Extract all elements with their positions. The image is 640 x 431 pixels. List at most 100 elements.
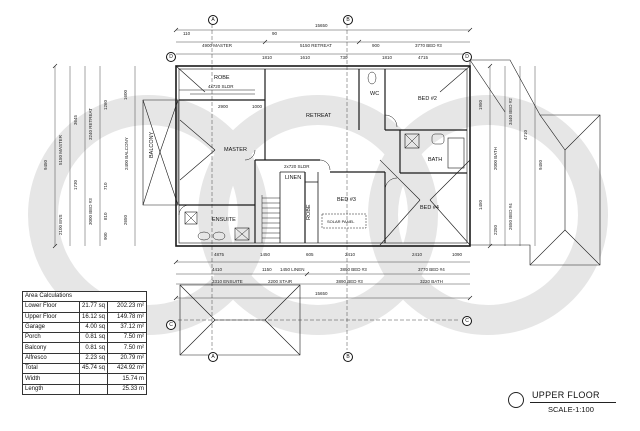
area-label: Alfresco <box>22 352 80 365</box>
drawing-scale: SCALE-1:100 <box>548 405 594 414</box>
dim-left-h: 900 <box>103 232 108 240</box>
dim-right-c: 1450 <box>478 199 483 210</box>
area-label: Width <box>22 373 80 385</box>
title-block: UPPER FLOOR SCALE-1:100 <box>508 390 618 420</box>
area-sq: 4.00 sq <box>78 321 109 334</box>
dim-left-overall: 9450 <box>43 159 48 170</box>
table-row: Balcony 0.81 sq 7.50 m² <box>22 342 148 354</box>
dim-bot-r3-b: 2200 STAIR <box>268 279 293 284</box>
room-master: MASTER <box>224 147 247 153</box>
dim-left-e: 2650 <box>123 214 128 225</box>
drawing-title: UPPER FLOOR <box>532 390 600 400</box>
area-calculations-table: Area Calculations Lower Floor 21.77 sq 2… <box>21 290 148 395</box>
table-row: Lower Floor 21.77 sq 202.23 m² <box>22 301 148 313</box>
grid-tag-c-left: C <box>166 320 176 330</box>
room-retreat: RETREAT <box>306 113 332 119</box>
title-underline <box>530 402 616 403</box>
area-m2: 15.74 m <box>107 373 148 385</box>
roof-outline <box>142 59 601 356</box>
grid-tag-b-bottom: B <box>343 352 353 362</box>
dim-bot-r1-a: 4875 <box>214 252 225 257</box>
dim-top-master: 4900 MASTER <box>202 43 233 48</box>
dim-mid-d: 4715 <box>418 55 429 60</box>
area-label: Balcony <box>22 342 80 354</box>
dim-bot-r2-a: 4410 <box>212 267 223 272</box>
area-label: Lower Floor <box>22 301 80 313</box>
area-m2: 7.50 m² <box>107 342 148 354</box>
dim-bot-r1-f: 1090 <box>452 252 463 257</box>
dim-right-a: 1950 <box>478 99 483 110</box>
dim-top-overall: 15650 <box>315 23 328 28</box>
area-label: Total <box>22 363 80 375</box>
walls <box>175 65 471 247</box>
dim-bot-r2-c: 1450 LINEN <box>280 267 305 272</box>
dim-right-bed4: 2650 BED #4 <box>508 203 513 230</box>
room-bath: BATH <box>428 157 443 163</box>
dim-right-overall: 9450 <box>538 159 543 170</box>
area-sq <box>78 383 109 395</box>
room-linen: LINEN <box>285 175 302 181</box>
grid-tag-d-right: D <box>462 52 472 62</box>
area-m2: 20.79 m² <box>107 352 148 365</box>
dim-right-d: 2250 <box>493 224 498 235</box>
table-row: Length 25.33 m <box>22 383 148 395</box>
dim-left-a: 1600 <box>123 89 128 100</box>
area-m2: 7.50 m² <box>107 332 148 344</box>
table-row: Porch 0.81 sq 7.50 m² <box>22 332 148 344</box>
room-bed4: BED #4 <box>420 205 439 211</box>
dim-robe-2900: 2900 <box>218 104 229 109</box>
grid-tag-b-top: B <box>343 15 353 25</box>
dim-left-ens: 2100 ENS <box>58 214 63 235</box>
table-row: Alfresco 2.23 sq 20.79 m² <box>22 352 148 365</box>
area-m2: 37.12 m² <box>107 321 148 334</box>
area-m2: 149.78 m² <box>107 311 148 323</box>
dim-mid-e: 1810 <box>382 55 393 60</box>
dim-mid-c: 1810 <box>262 55 273 60</box>
dim-bot-r1-e: 2410 <box>412 252 423 257</box>
dim-slider: 2x720 SLDR <box>284 164 310 169</box>
area-label: Porch <box>22 332 80 344</box>
dim-bot-r2-e: 3770 BED #4 <box>418 267 445 272</box>
area-sq: 0.81 sq <box>78 332 109 344</box>
dim-mid-a: 1610 <box>300 55 311 60</box>
view-marker-icon <box>508 392 524 408</box>
area-sq: 45.74 sq <box>78 363 109 375</box>
table-row: Width 15.74 m <box>22 373 148 385</box>
room-bed3: BED #3 <box>337 197 356 203</box>
dim-top-900: 900 <box>372 43 380 48</box>
dim-left-robe: 3240 RETREAT <box>88 108 93 140</box>
area-label: Length <box>22 383 80 395</box>
dim-bot-r2-b: 1150 <box>262 267 272 272</box>
area-sq: 21.77 sq <box>78 301 109 313</box>
area-label: Upper Floor <box>22 311 80 323</box>
room-robe-top: ROBE <box>214 75 230 81</box>
grid-tag-a-bottom: A <box>208 352 218 362</box>
dim-top-90: 90 <box>272 31 278 36</box>
table-row: Garage 4.00 sq 37.12 m² <box>22 321 148 334</box>
room-ensuite: ENSUITE <box>212 217 236 223</box>
dim-bot-overall: 15650 <box>315 291 328 296</box>
table-row: Total 45.74 sq 424.92 m² <box>22 363 148 375</box>
dim-robe: 4x720 SLDR <box>208 84 234 89</box>
dim-left-g: 810 <box>103 212 108 220</box>
grid-tag-a-top: A <box>208 15 218 25</box>
dim-left-master: 5150 MASTER <box>58 134 63 165</box>
dim-top-retreat: 5150 RETREAT <box>300 43 332 48</box>
dim-left-c: 1260 <box>103 99 108 110</box>
dimension-lines <box>52 24 536 350</box>
dim-bot-r2-d: 3890 BED #3 <box>340 267 367 272</box>
table-row: Upper Floor 16.12 sq 149.78 m² <box>22 311 148 323</box>
dim-left-balcony: 2400 BALCONY <box>124 137 129 170</box>
dim-bot-r1-b: 1450 <box>260 252 271 257</box>
dim-right-bath: 2000 BATH <box>493 147 498 170</box>
room-wc: WC <box>370 91 380 97</box>
dim-bot-r3-c: 3890 BED #3 <box>336 279 363 284</box>
dim-bot-r1-c: 605 <box>306 252 314 257</box>
dim-top-bed3: 3770 BED #3 <box>415 43 442 48</box>
dim-left-b: 3645 <box>73 114 78 125</box>
room-balcony: BALCONY <box>149 131 155 158</box>
area-m2: 424.92 m² <box>107 363 148 375</box>
grid-tag-c-right: C <box>462 316 472 326</box>
dim-mid-b: 730 <box>340 55 348 60</box>
